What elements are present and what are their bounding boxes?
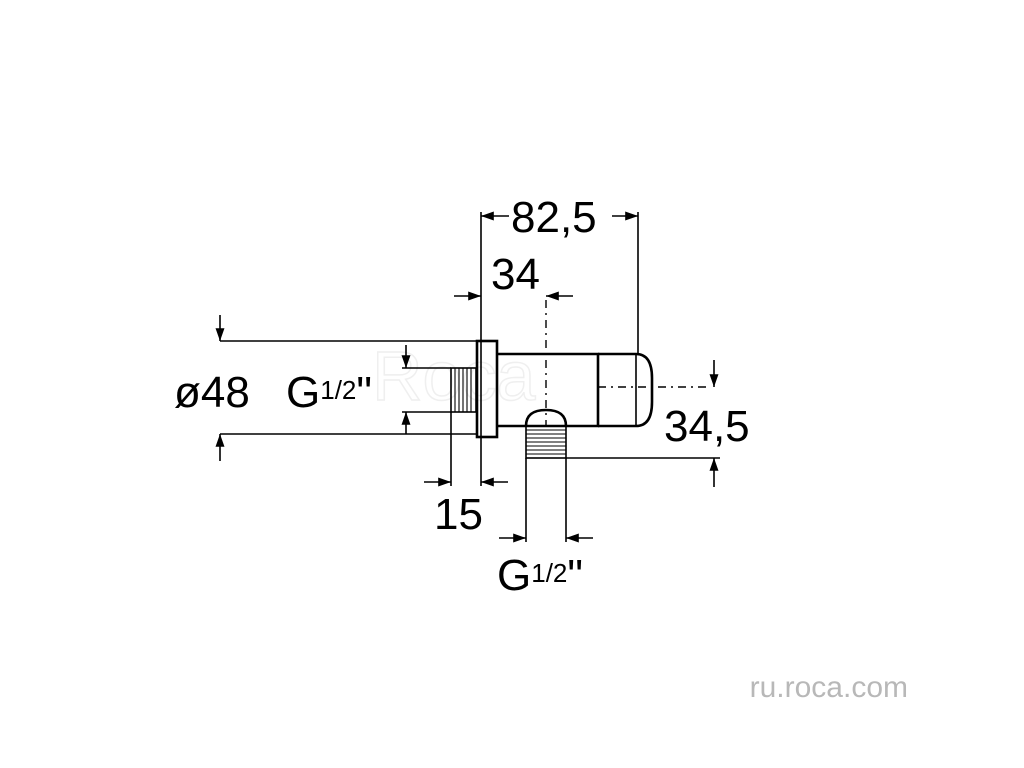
- push-button: [598, 352, 654, 428]
- wall-thread-hatch: [454, 368, 472, 412]
- dim-outlet-thread: G1/2": [497, 458, 593, 600]
- dim-thread-length-label: 15: [434, 490, 483, 539]
- watermark-text: ru.roca.com: [750, 671, 908, 704]
- dim-outlet-thread-label: G1/2": [497, 551, 583, 600]
- outlet-neck: [524, 408, 568, 427]
- dim-outlet-height-label: 34,5: [664, 402, 750, 451]
- dim-thread-length: 15: [424, 412, 508, 539]
- dim-flange-diameter: ø48 G1/2": [174, 315, 477, 461]
- dim-flange-diameter-label: ø48: [174, 368, 250, 417]
- dim-wall-thread-label: G1/2": [286, 368, 372, 417]
- valve-drawing: [450, 300, 706, 459]
- wall-flange: [475, 339, 499, 439]
- dim-body-offset-label: 34: [491, 250, 540, 299]
- outlet-thread-hatch: [526, 429, 566, 455]
- dim-body-offset: 34: [454, 250, 573, 301]
- dim-overall-length: 82,5: [480, 193, 639, 354]
- ghost-logo: Roca: [372, 337, 535, 415]
- dim-overall-length-label: 82,5: [511, 193, 597, 242]
- dim-outlet-height: 34,5: [566, 360, 750, 487]
